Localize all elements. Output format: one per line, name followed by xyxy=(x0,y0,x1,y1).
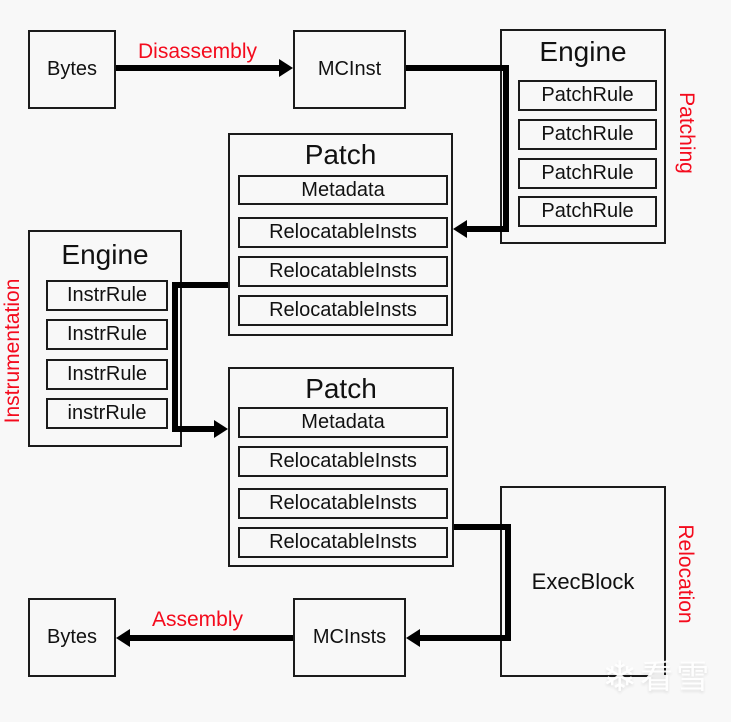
node-bytes-top: Bytes xyxy=(28,30,116,109)
edge-assembly-label: Assembly xyxy=(151,608,244,631)
node-mcinst-label: MCInst xyxy=(317,58,382,80)
relocatableinsts-label: RelocatableInsts xyxy=(269,260,417,282)
engine-instrumentation-title: Engine xyxy=(61,239,149,270)
edge-patch-to-patch-line-v xyxy=(172,282,178,432)
edge-disassembly-label: Disassembly xyxy=(137,40,258,63)
phase-relocation-label: Relocation xyxy=(674,524,697,624)
node-engine-instrumentation: Engine InstrRule InstrRule InstrRule ins… xyxy=(28,230,182,447)
edge-mcinst-to-patch-line-h2 xyxy=(465,226,509,232)
edge-execblock-to-mcinsts-arrowhead-icon xyxy=(406,629,420,647)
relocatableinsts-label: RelocatableInsts xyxy=(269,492,417,514)
instrrule-label: InstrRule xyxy=(66,323,148,345)
patchrule-label: PatchRule xyxy=(541,162,634,184)
relocatableinsts-item: RelocatableInsts xyxy=(238,446,448,477)
node-mcinsts-label: MCInsts xyxy=(312,626,387,648)
relocatableinsts-label: RelocatableInsts xyxy=(269,221,417,243)
edge-disassembly-line xyxy=(116,65,279,71)
instrrule-label: instrRule xyxy=(67,402,147,424)
node-execblock-label: ExecBlock xyxy=(531,568,635,594)
metadata-item: Metadata xyxy=(238,407,448,438)
edge-patch-to-patch-line-h1 xyxy=(172,282,228,288)
node-bytes-bottom-label: Bytes xyxy=(46,626,98,648)
relocatableinsts-label: RelocatableInsts xyxy=(269,531,417,553)
relocatableinsts-item: RelocatableInsts xyxy=(238,295,448,326)
relocatableinsts-item: RelocatableInsts xyxy=(238,217,448,248)
phase-instrumentation-label: Instrumentation xyxy=(1,278,24,424)
node-patch-bottom: Patch Metadata RelocatableInsts Relocata… xyxy=(228,367,454,567)
instrrule-item: instrRule xyxy=(46,398,168,429)
node-bytes-top-label: Bytes xyxy=(46,58,98,80)
instrrule-label: InstrRule xyxy=(66,284,148,306)
metadata-label: Metadata xyxy=(301,411,385,433)
node-bytes-bottom: Bytes xyxy=(28,598,116,677)
relocatableinsts-label: RelocatableInsts xyxy=(269,299,417,321)
watermark: ❄ 看雪 xyxy=(602,656,712,698)
patchrule-label: PatchRule xyxy=(541,200,634,222)
patchrule-item: PatchRule xyxy=(518,196,657,227)
patch-bottom-title: Patch xyxy=(305,373,377,404)
patch-top-title: Patch xyxy=(304,139,377,170)
patchrule-label: PatchRule xyxy=(541,84,634,106)
node-patch-top: Patch Metadata RelocatableInsts Relocata… xyxy=(228,133,453,336)
edge-execblock-line-v xyxy=(505,524,511,641)
edge-mcinst-to-patch-line-v xyxy=(503,65,509,232)
edge-execblock-to-mcinsts-line-h2 xyxy=(420,635,511,641)
relocatableinsts-item: RelocatableInsts xyxy=(238,488,448,519)
relocatableinsts-label: RelocatableInsts xyxy=(269,450,417,472)
edge-disassembly-arrowhead-icon xyxy=(279,59,293,77)
relocatableinsts-item: RelocatableInsts xyxy=(238,256,448,287)
node-execblock: ExecBlock xyxy=(500,486,666,677)
edge-mcinst-to-patch-line-h1 xyxy=(406,65,509,71)
metadata-item: Metadata xyxy=(238,175,448,205)
engine-patching-title: Engine xyxy=(539,36,627,67)
patchrule-item: PatchRule xyxy=(518,119,657,150)
edge-mcinst-to-patch-arrowhead-icon xyxy=(453,220,467,238)
node-mcinsts: MCInsts xyxy=(293,598,406,677)
instrrule-item: InstrRule xyxy=(46,359,168,390)
node-mcinst: MCInst xyxy=(293,30,406,109)
node-engine-patching: Engine PatchRule PatchRule PatchRule Pat… xyxy=(500,29,666,244)
snowflake-icon: ❄ xyxy=(602,653,638,700)
edge-assembly-line xyxy=(130,635,293,641)
edge-patch-to-patch-line-h2 xyxy=(172,426,216,432)
metadata-label: Metadata xyxy=(301,178,385,201)
edge-patch-to-execblock-line-h1 xyxy=(454,524,511,530)
patchrule-item: PatchRule xyxy=(518,158,657,189)
instrrule-item: InstrRule xyxy=(46,280,168,311)
edge-assembly-arrowhead-icon xyxy=(116,629,130,647)
edge-patch-to-patch-arrowhead-icon xyxy=(214,420,228,438)
instrrule-label: InstrRule xyxy=(66,363,148,385)
patchrule-label: PatchRule xyxy=(541,123,634,145)
instrrule-item: InstrRule xyxy=(46,319,168,350)
phase-patching-label: Patching xyxy=(675,92,698,174)
relocatableinsts-item: RelocatableInsts xyxy=(238,527,448,558)
patchrule-item: PatchRule xyxy=(518,80,657,111)
watermark-text: 看雪 xyxy=(640,658,713,695)
